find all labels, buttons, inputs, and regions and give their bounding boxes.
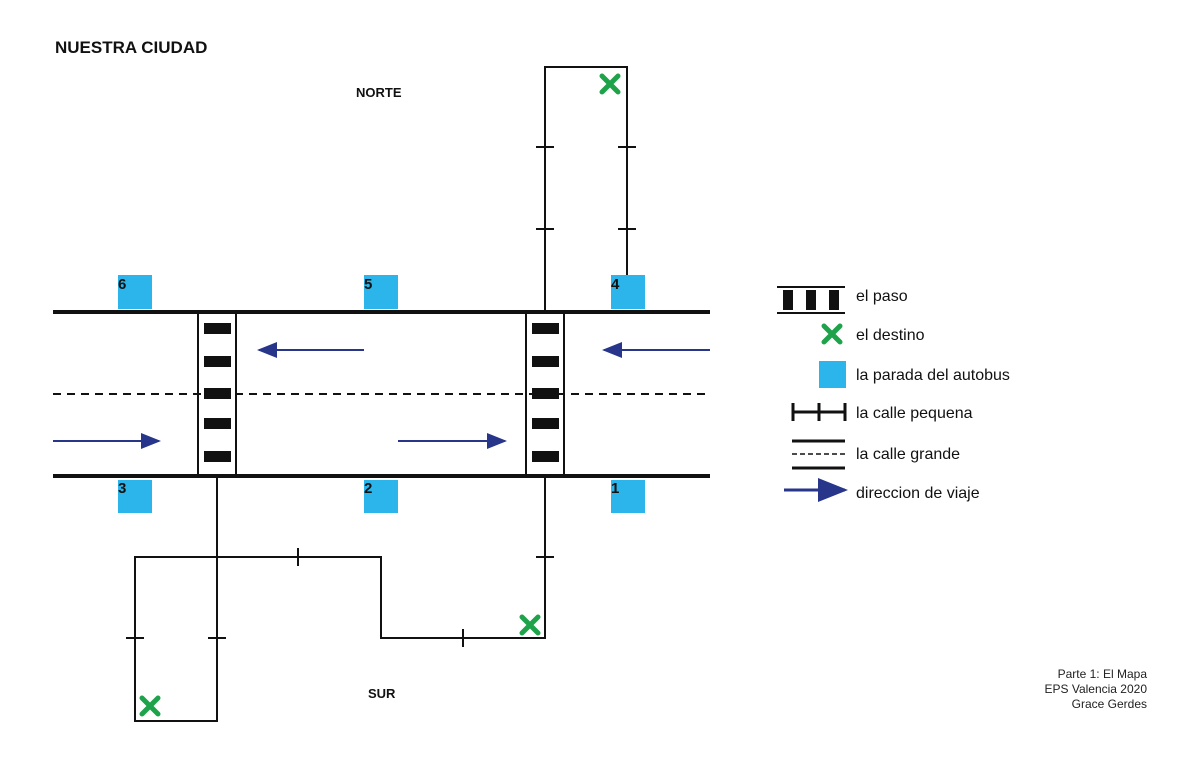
bus-stop-label-2: 2: [364, 480, 372, 497]
legend-label-crosswalk: el paso: [856, 288, 908, 305]
legend-label-bus-stop: la parada del autobus: [856, 367, 1010, 384]
credits: Parte 1: El Mapa EPS Valencia 2020 Grace…: [1044, 667, 1147, 711]
destination-x-icon: [824, 326, 840, 342]
bus-stop-4: [611, 275, 645, 309]
north-label: NORTE: [356, 85, 402, 100]
small-street-icon: [791, 403, 847, 421]
bus-stop-1: [611, 480, 645, 513]
credit-line-2: EPS Valencia 2020: [1044, 682, 1147, 696]
bus-stop-label-3: 3: [118, 480, 126, 497]
legend-label-small-street: la calle pequena: [856, 405, 973, 422]
bus-stop-label-5: 5: [364, 276, 372, 293]
bus-stop-5: [364, 275, 398, 309]
destination-south-west: [142, 698, 158, 714]
legend: el paso el destino la parada del autobus…: [777, 286, 1010, 502]
crosswalk-east: [525, 311, 565, 477]
south-label: SUR: [368, 686, 396, 701]
legend-label-direction: direccion de viaje: [856, 485, 980, 502]
destination-north: [602, 76, 618, 92]
legend-label-destination: el destino: [856, 327, 925, 344]
big-street-icon: [792, 439, 845, 470]
legend-label-big-street: la calle grande: [856, 446, 960, 463]
credit-line-3: Grace Gerdes: [1072, 697, 1147, 711]
bus-stop-label-6: 6: [118, 276, 126, 293]
big-street: [53, 310, 710, 478]
bus-stop-6: [118, 275, 152, 309]
credit-line-1: Parte 1: El Mapa: [1058, 667, 1148, 681]
bus-stop-label-1: 1: [611, 480, 619, 497]
small-street-south: [126, 476, 554, 722]
map-title: NUESTRA CIUDAD: [55, 38, 207, 57]
small-street-north: [536, 66, 636, 310]
bus-stop-label-4: 4: [611, 276, 620, 293]
bus-stop-2: [364, 480, 398, 513]
crosswalk-west: [197, 311, 237, 477]
destination-south-east: [522, 617, 538, 633]
crosswalk-icon: [777, 286, 845, 314]
bus-stop-3: [118, 480, 152, 513]
bus-stop-icon: [819, 361, 846, 388]
